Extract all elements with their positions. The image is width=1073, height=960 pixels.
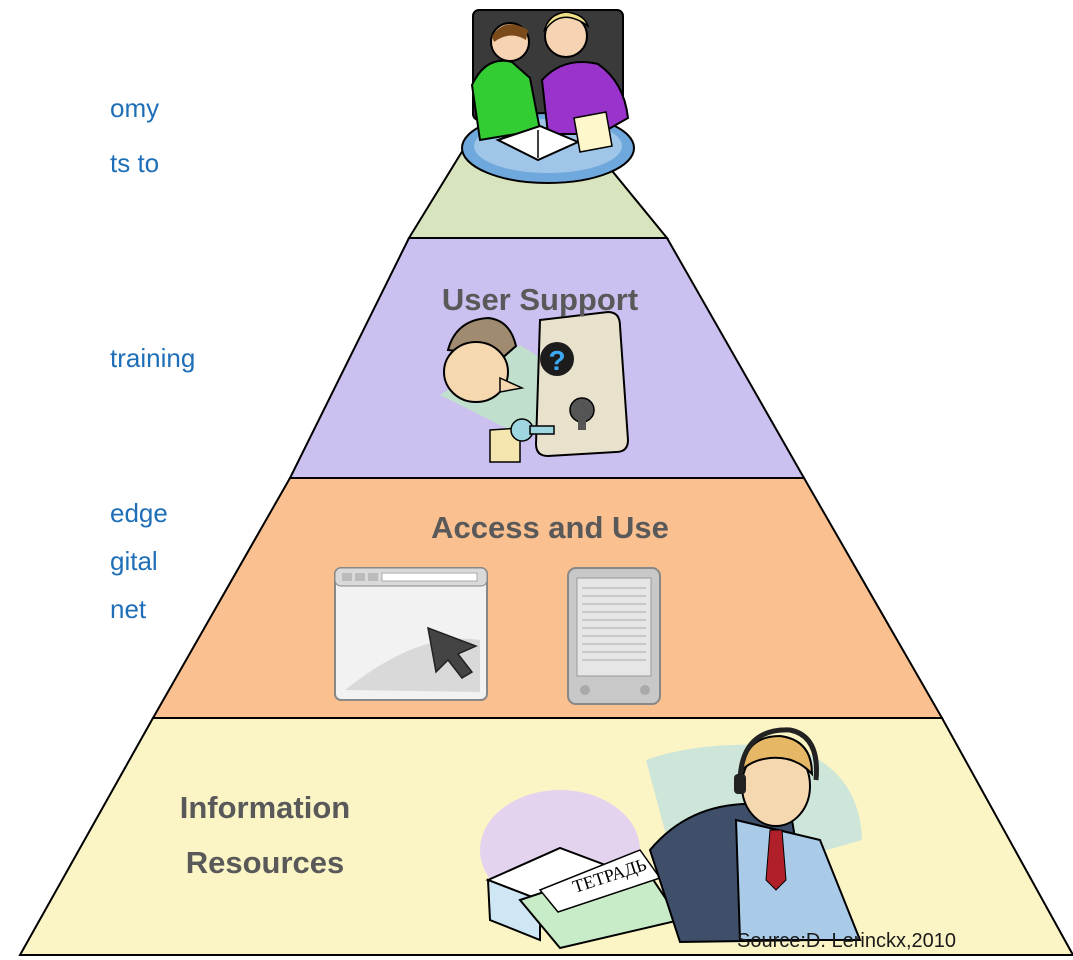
- side-text-fragment: gital: [110, 546, 158, 576]
- tier-label-information-resources-line1: Information: [179, 790, 351, 825]
- side-text-fragment: net: [110, 594, 147, 624]
- tier-label-access-and-use: Access and Use: [431, 510, 669, 545]
- tier-label-user-support: User Support: [441, 282, 639, 317]
- man-with-key-icon: ?: [440, 310, 630, 463]
- books-icon: ТЕТРАДЬ: [480, 790, 682, 950]
- side-text-fragment: edge: [110, 498, 168, 528]
- call-center-agent-icon: [646, 727, 862, 944]
- ebook-reader-icon: [567, 567, 661, 705]
- side-text-fragment: omy: [110, 93, 160, 123]
- side-text-fragment: training: [110, 343, 196, 373]
- tier-label-information-resources-line2: Resources: [185, 845, 345, 880]
- browser-window-icon: [334, 567, 488, 701]
- people-reading-icon: [461, 9, 635, 184]
- svg-text:?: ?: [548, 345, 565, 376]
- side-text-fragment: ts to: [110, 148, 160, 178]
- source-caption: Source:D. Lerinckx,2010: [737, 930, 957, 952]
